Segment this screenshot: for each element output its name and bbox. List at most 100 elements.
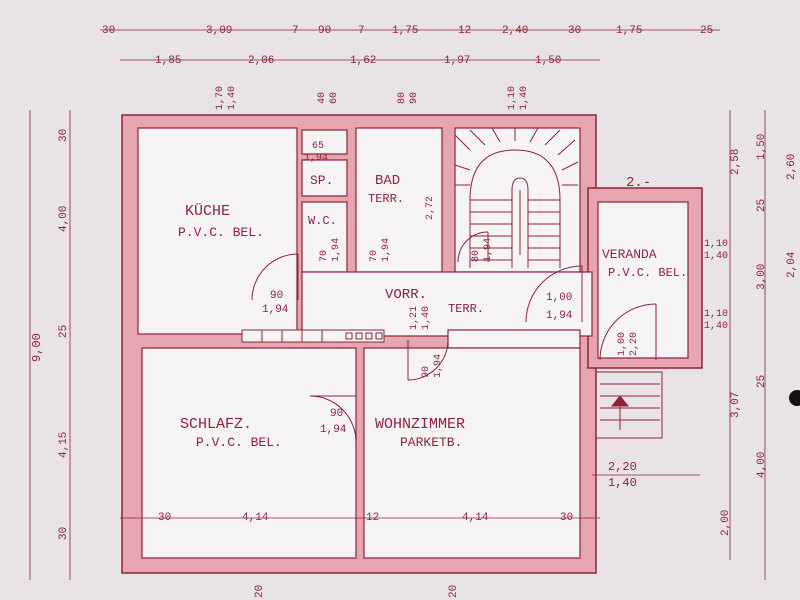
top-dim-2: 3,09	[206, 25, 232, 37]
top-dim-5: 7	[358, 25, 365, 37]
living-name: WOHNZIMMER	[375, 416, 465, 433]
left-dim-4: 4,15	[58, 432, 70, 458]
living-floor: PARKETB.	[400, 435, 462, 450]
left-dim-1: 30	[58, 129, 70, 142]
kitchen-room	[137, 127, 298, 335]
hall-right-door-b: 1,94	[546, 310, 573, 322]
right-dim-h: 25	[756, 375, 768, 388]
bedroom-name: SCHLAFZ.	[180, 416, 252, 433]
top-dim-3: 7	[292, 25, 299, 37]
staircase	[454, 127, 579, 268]
top-dim-6: 1,75	[392, 25, 418, 37]
bottom-dim-3: 12	[366, 512, 379, 524]
bath-room	[355, 127, 443, 273]
stair-door-a: 80	[471, 250, 482, 262]
pantry-room	[301, 159, 348, 197]
left-dim-3: 25	[58, 325, 70, 338]
right-dim-f: 2,04	[786, 251, 798, 278]
hall-mid-door-swing	[407, 339, 449, 381]
hall-lower	[447, 329, 581, 349]
hall-right-door-a: 1,00	[546, 292, 572, 304]
bath-door-b: 1,94	[381, 238, 392, 262]
top-row2-dim-4: 1,97	[444, 55, 470, 67]
bedroom-door-b: 1,94	[320, 424, 347, 436]
top-dim-11: 25	[700, 25, 713, 37]
bath-height: 2,72	[425, 196, 436, 220]
sp-door-b: 1,94	[304, 153, 328, 164]
bath-floor: TERR.	[368, 192, 404, 206]
left-dim-5: 30	[58, 527, 70, 540]
wc-door-a: 70	[319, 250, 330, 262]
veranda-name: VERANDA	[602, 247, 657, 262]
outdoor-stairs	[595, 371, 663, 439]
veranda-room	[597, 201, 689, 359]
top-dim-8: 2,40	[502, 25, 528, 37]
veranda-floor: P.V.C. BEL.	[608, 266, 687, 280]
living-door-a: 90	[421, 366, 432, 378]
hall-room	[301, 271, 593, 337]
left-dim-outer: 9,00	[30, 333, 44, 362]
stair-door-swing	[457, 231, 489, 263]
top-row2-dim-2: 2,06	[248, 55, 274, 67]
bedroom-door-a: 90	[330, 408, 343, 420]
stair-door-b: 1,94	[483, 238, 494, 262]
window-mark-2b: 60	[329, 92, 340, 104]
hall-name: VORR.	[385, 287, 427, 303]
veranda-door-a: 1,00	[617, 332, 628, 356]
top-dim-7: 12	[458, 25, 471, 37]
bottom-dim-4: 4,14	[462, 512, 489, 524]
bottom-mark-1: 20	[254, 585, 266, 598]
veranda-door-swing	[599, 303, 657, 361]
right-dim-d: 2,60	[786, 154, 798, 180]
left-dim-2: 4,00	[58, 206, 70, 232]
veranda-win1-a: 1,10	[704, 239, 728, 250]
window-mark-4a: 1,10	[507, 86, 518, 110]
veranda-win2-a: 1,10	[704, 309, 728, 320]
window-mark-2a: 40	[317, 92, 328, 104]
bedroom-floor: P.V.C. BEL.	[196, 435, 282, 450]
veranda-opening-a: 2,20	[608, 460, 637, 474]
window-mark-4b: 1,40	[519, 86, 530, 110]
top-dim-1: 30	[102, 25, 115, 37]
room-interiors	[137, 127, 689, 559]
kitchen-door-b: 1,94	[262, 304, 289, 316]
living-door-b: 1,94	[433, 354, 444, 378]
dimension-lines	[29, 29, 766, 580]
bath-door-a: 70	[369, 250, 380, 262]
veranda-win1-b: 1,40	[704, 251, 728, 262]
bottom-dim-1: 30	[158, 512, 171, 524]
hall-right-door-swing	[525, 265, 583, 323]
window-mark-3a: 80	[397, 92, 408, 104]
right-dim-g: 3,07	[730, 392, 742, 418]
door-swings	[251, 231, 657, 443]
wc-door-b: 1,94	[331, 238, 342, 262]
right-dim-a: 2,58	[730, 149, 742, 175]
right-dim-j: 2,00	[720, 510, 732, 536]
top-dim-10: 1,75	[616, 25, 642, 37]
hall-mid-a: 1,21	[409, 306, 420, 330]
kitchen-name: KÜCHE	[185, 202, 230, 220]
window-mark-1b: 1,40	[227, 86, 238, 110]
right-dim-e: 3,00	[756, 264, 768, 290]
right-dim-b: 1,50	[756, 134, 768, 160]
bedroom-room	[141, 347, 357, 559]
bottom-dim-2: 4,14	[242, 512, 269, 524]
window-mark-3b: 90	[409, 92, 420, 104]
top-row2-dim-1: 1,85	[155, 55, 181, 67]
binder-hole	[789, 390, 800, 406]
veranda-door-b: 2,20	[629, 332, 640, 356]
bath-name: BAD	[375, 173, 400, 189]
labels: KÜCHE P.V.C. BEL. SP. W.C. BAD TERR. VOR…	[30, 25, 798, 598]
kitchen-door-a: 90	[270, 290, 283, 302]
bedroom-door-swing	[309, 395, 357, 443]
living-room	[363, 347, 581, 559]
hall-mid-b: 1,40	[421, 306, 432, 330]
bottom-mark-2: 20	[448, 585, 460, 598]
window-mark-1a: 1,70	[215, 86, 226, 110]
wc-name: W.C.	[308, 214, 337, 228]
veranda-opening-b: 1,40	[608, 476, 637, 490]
pantry-name: SP.	[310, 173, 333, 188]
veranda-win2-b: 1,40	[704, 321, 728, 332]
sp-top-room	[301, 129, 348, 155]
